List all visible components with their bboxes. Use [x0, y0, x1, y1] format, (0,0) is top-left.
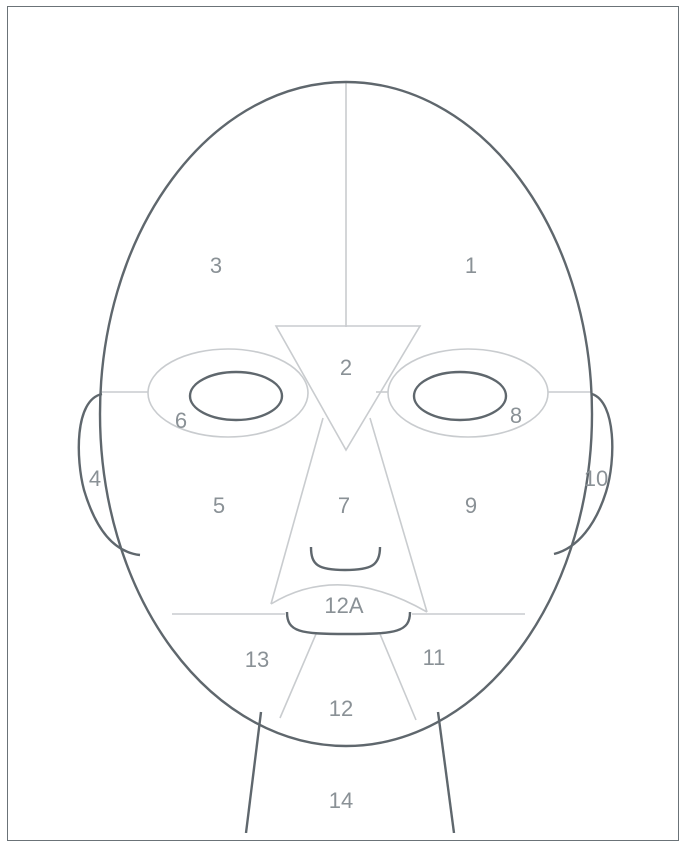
zone-label-12: 12 [329, 696, 353, 721]
nose-right-side [370, 418, 427, 612]
zone-label-14: 14 [329, 788, 353, 813]
zone-label-7: 7 [338, 493, 350, 518]
zone-labels: 1 2 3 4 5 6 7 8 9 10 11 12 12A 13 14 [89, 253, 608, 813]
chin-right-line [380, 634, 416, 720]
nose-base [311, 547, 380, 570]
nose-left-side [271, 418, 323, 604]
zone-label-13: 13 [245, 647, 269, 672]
neck-left [246, 712, 261, 833]
left-eye [190, 372, 282, 420]
chin-left-line [280, 634, 316, 718]
zone-label-8: 8 [510, 403, 522, 428]
zone-label-4: 4 [89, 466, 101, 491]
zone-label-2: 2 [340, 355, 352, 380]
zone-label-1: 1 [465, 253, 477, 278]
neck-right [438, 712, 454, 833]
zone-label-3: 3 [210, 253, 222, 278]
right-eye [414, 372, 506, 420]
zone-label-9: 9 [465, 493, 477, 518]
zone-label-12a: 12A [324, 593, 363, 618]
zone-label-11: 11 [423, 645, 446, 670]
zone-label-5: 5 [213, 493, 225, 518]
zone-label-10: 10 [584, 466, 608, 491]
nose-bridge-triangle [276, 326, 420, 450]
zone-label-6: 6 [175, 408, 187, 433]
right-eye-zone [388, 349, 548, 437]
left-eye-zone [148, 349, 308, 437]
